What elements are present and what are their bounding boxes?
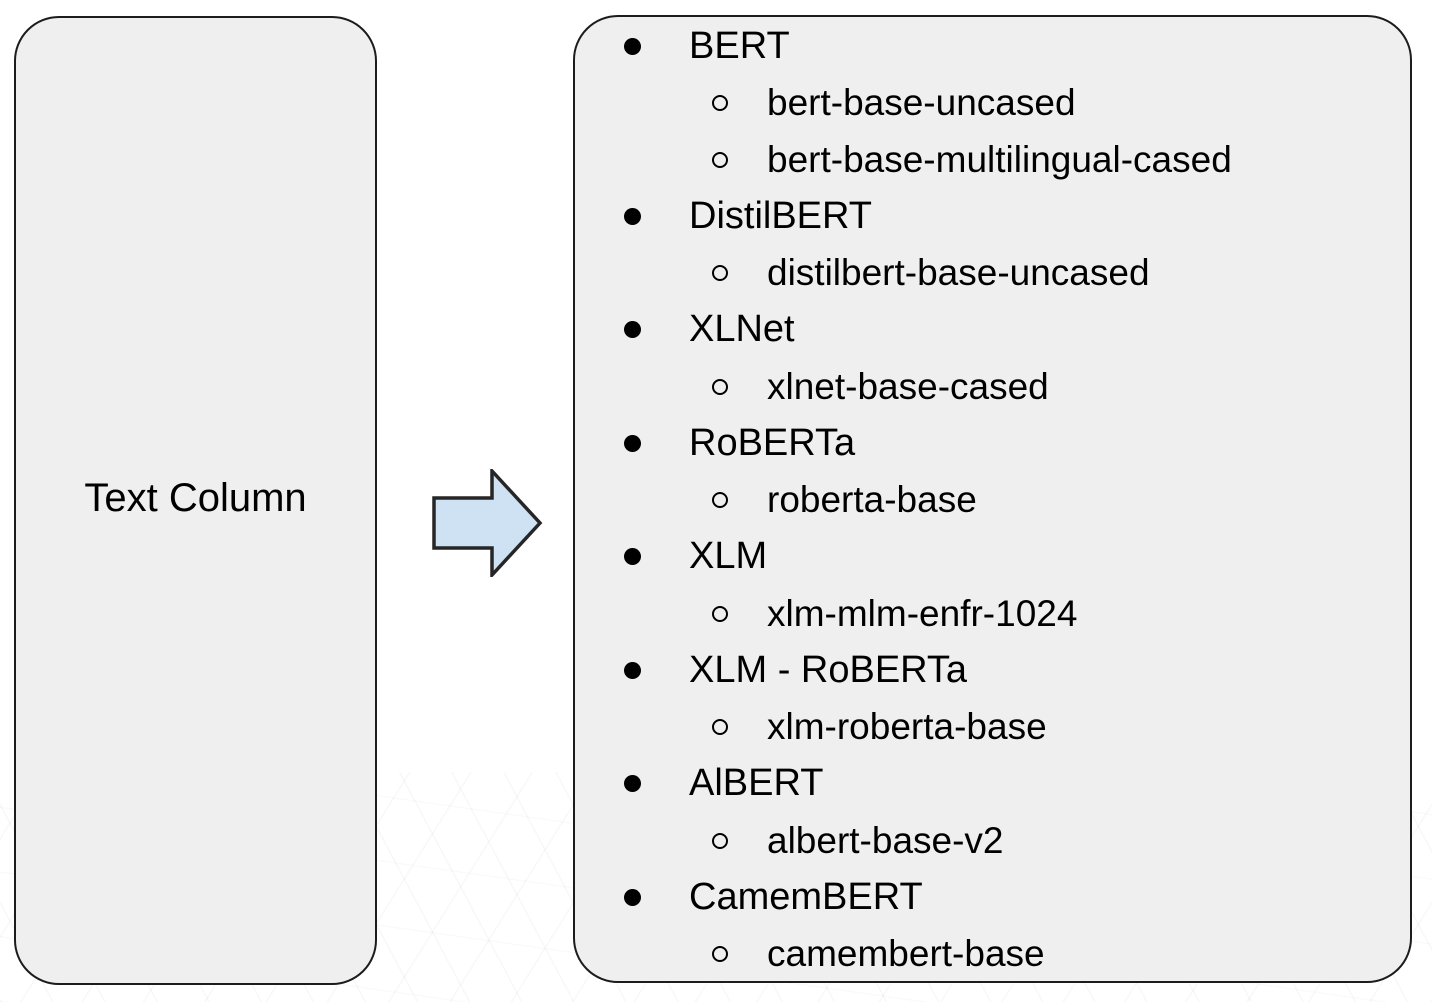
right-arrow-shape — [432, 466, 543, 580]
model-family-item: RoBERTa — [575, 421, 1396, 464]
model-family-item: CamemBERT — [575, 875, 1396, 918]
model-family-item: XLNet — [575, 308, 1396, 351]
model-family-label: XLM - RoBERTa — [689, 648, 968, 691]
model-checkpoint-item: distilbert-base-uncased — [575, 252, 1396, 293]
model-family-label: XLM — [689, 535, 768, 578]
model-family-label: XLNet — [689, 308, 795, 351]
filled-bullet-icon — [624, 37, 641, 55]
model-checkpoint-item: xlm-roberta-base — [575, 706, 1396, 747]
model-checkpoint-label: camembert-base — [767, 933, 1045, 974]
hollow-bullet-icon — [712, 946, 728, 962]
model-checkpoint-label: albert-base-v2 — [767, 819, 1004, 861]
right-arrow-icon — [432, 466, 543, 580]
model-family-label: BERT — [689, 24, 790, 67]
filled-bullet-icon — [624, 321, 641, 339]
model-checkpoint-item: bert-base-uncased — [575, 81, 1396, 123]
model-family-item: DistilBERT — [575, 194, 1396, 237]
model-family-label: AlBERT — [689, 762, 824, 805]
model-checkpoint-item: xlnet-base-cased — [575, 365, 1396, 407]
right-arrow-svg — [432, 466, 543, 580]
model-checkpoint-label: xlnet-base-cased — [767, 365, 1049, 407]
hollow-bullet-icon — [712, 605, 728, 622]
model-checkpoint-item: camembert-base — [575, 933, 1396, 974]
hollow-bullet-icon — [712, 492, 728, 508]
model-checkpoint-label: bert-base-multilingual-cased — [767, 138, 1232, 180]
model-checkpoint-label: xlm-roberta-base — [767, 706, 1047, 747]
hollow-bullet-icon — [712, 719, 728, 735]
model-family-label: CamemBERT — [689, 875, 923, 918]
filled-bullet-icon — [624, 434, 641, 452]
model-checkpoint-item: xlm-mlm-enfr-1024 — [575, 592, 1396, 634]
filled-bullet-icon — [624, 661, 641, 679]
model-family-item: AlBERT — [575, 762, 1396, 805]
text-column-box: Text Column — [14, 16, 377, 985]
hollow-bullet-icon — [712, 151, 728, 168]
hollow-bullet-icon — [712, 378, 728, 395]
filled-bullet-icon — [624, 775, 641, 793]
filled-bullet-icon — [624, 207, 641, 225]
model-family-item: XLM - RoBERTa — [575, 648, 1396, 691]
hollow-bullet-icon — [712, 265, 728, 281]
model-checkpoint-label: roberta-base — [767, 479, 977, 520]
model-checkpoint-label: distilbert-base-uncased — [767, 252, 1150, 293]
text-column-label: Text Column — [84, 475, 307, 520]
hollow-bullet-icon — [712, 832, 728, 849]
model-checkpoint-item: roberta-base — [575, 479, 1396, 520]
model-list-box: BERT bert-base-uncased bert-base-multili… — [573, 15, 1412, 983]
model-checkpoint-item: albert-base-v2 — [575, 819, 1396, 861]
model-checkpoint-label: xlm-mlm-enfr-1024 — [767, 592, 1078, 634]
filled-bullet-icon — [624, 888, 641, 906]
hollow-bullet-icon — [712, 94, 728, 111]
filled-bullet-icon — [624, 548, 641, 566]
model-checkpoint-label: bert-base-uncased — [767, 81, 1076, 123]
model-family-label: RoBERTa — [689, 421, 856, 464]
model-family-item: BERT — [575, 24, 1396, 67]
model-checkpoint-item: bert-base-multilingual-cased — [575, 138, 1396, 180]
model-family-item: XLM — [575, 535, 1396, 578]
model-family-label: DistilBERT — [689, 194, 872, 237]
